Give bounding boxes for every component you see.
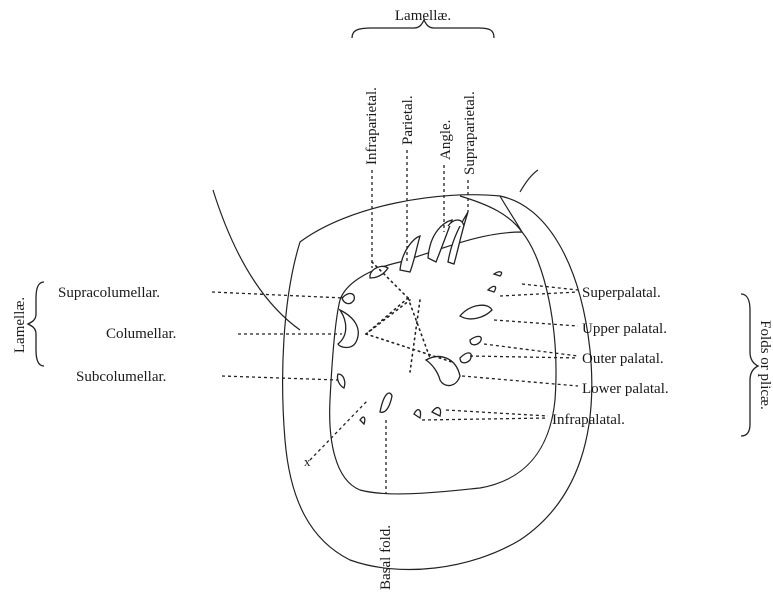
upper-palatal-fold bbox=[459, 304, 493, 320]
right-brace bbox=[740, 293, 760, 437]
outer-palatal-label: Outer palatal. bbox=[582, 351, 664, 367]
infraparietal-fold bbox=[369, 265, 389, 279]
left-brace bbox=[26, 281, 45, 367]
infrapalatal-fold-2 bbox=[413, 408, 422, 420]
infrapalatal-label: Infrapalatal. bbox=[552, 412, 625, 428]
columellar-fold bbox=[337, 308, 359, 349]
braces bbox=[26, 18, 760, 437]
parietal-label: Parietal. bbox=[400, 95, 416, 145]
infrapalatal-fold-1 bbox=[431, 407, 442, 417]
lamellae-left-label: Lamellæ. bbox=[12, 297, 28, 353]
superpalatal-fold-1 bbox=[492, 271, 503, 277]
infraparietal-label: Infraparietal. bbox=[364, 87, 380, 165]
parietal-lamellae bbox=[369, 211, 469, 279]
subcolumellar-fold bbox=[336, 373, 346, 389]
lower-palatal-fold bbox=[424, 355, 461, 387]
x-mark: x bbox=[304, 454, 311, 469]
subcolumellar-label: Subcolumellar. bbox=[76, 369, 166, 385]
folds-right-label: Folds or plicæ. bbox=[757, 320, 773, 410]
columellar-label: Columellar. bbox=[106, 326, 176, 342]
superpalatal-fold-2 bbox=[486, 285, 497, 293]
top-brace bbox=[351, 18, 495, 39]
outer-palatal-fold-1 bbox=[469, 335, 482, 346]
angle-fold bbox=[427, 219, 454, 263]
convergence-lines bbox=[365, 259, 453, 373]
lower-palatal-label: Lower palatal. bbox=[582, 381, 669, 397]
outer-palatal-fold-2 bbox=[459, 352, 472, 364]
leader-lines bbox=[211, 150, 579, 494]
basal-fold-label: Basal fold. bbox=[378, 525, 394, 590]
basal-fold bbox=[379, 392, 393, 413]
columellar-lamellae bbox=[336, 292, 359, 389]
angle-label: Angle. bbox=[438, 120, 454, 160]
superpalatal-label: Superpalatal. bbox=[582, 285, 661, 301]
supracolumellar-fold bbox=[341, 292, 356, 305]
palatal-folds bbox=[359, 271, 503, 426]
parietal-fold bbox=[399, 234, 421, 273]
lamellae-top-label: Lamellæ. bbox=[395, 8, 451, 24]
supracolumellar-label: Supracolumellar. bbox=[58, 285, 160, 301]
upper-palatal-label: Upper palatal. bbox=[582, 321, 667, 337]
supraparietal-label: Supraparietal. bbox=[462, 91, 478, 175]
shell-outline bbox=[212, 169, 593, 571]
